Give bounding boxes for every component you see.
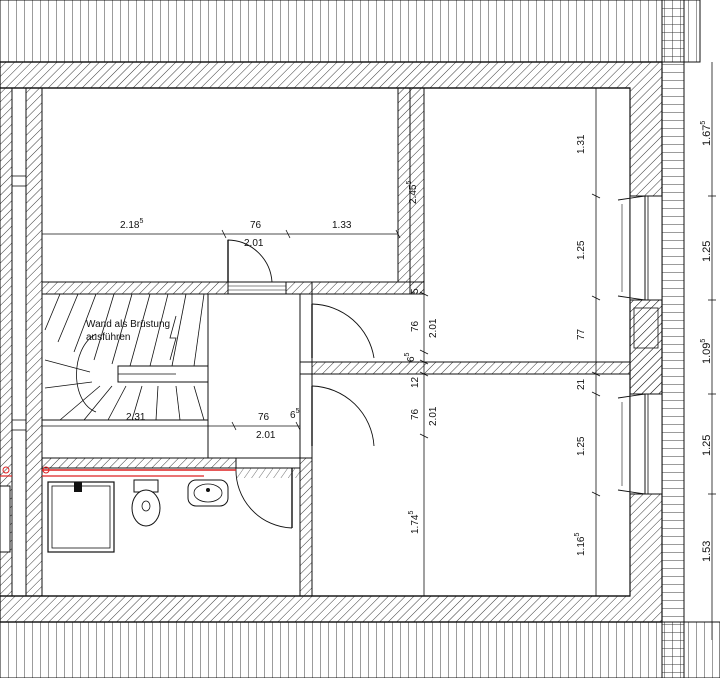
toilet <box>131 479 161 527</box>
dim-v-21: 21 <box>576 378 587 390</box>
stair-note-line1: Wand als Brüstung <box>86 319 170 330</box>
dim-v-116: 1.165 <box>574 533 587 556</box>
stair-note-line2: ausführen <box>86 332 130 343</box>
dim-stair-width: 2.31 <box>126 412 146 423</box>
dim-v-201a: 2.01 <box>428 318 439 338</box>
dim-v-131: 1.31 <box>576 134 587 154</box>
exterior-walls <box>0 61 663 623</box>
dim-v-125a: 1.25 <box>576 240 587 260</box>
dim-top-width: 2.185 <box>120 218 143 231</box>
dim-v-77: 77 <box>576 328 587 340</box>
staircase: Wand als Brüstung ausführen <box>42 293 209 421</box>
dim-v-174: 1.745 <box>408 511 421 534</box>
dim-v-125b: 1.25 <box>576 436 587 456</box>
dim-v-245: 2.455 <box>406 181 419 204</box>
dim-r-125b: 1.25 <box>701 435 713 456</box>
dim-v-6: 65 <box>404 352 417 362</box>
bathroom <box>0 466 236 553</box>
shower-tray <box>47 481 115 553</box>
doors <box>227 239 375 529</box>
dim-v-76a: 76 <box>410 320 421 332</box>
dim-right-width: 1.33 <box>332 220 352 231</box>
dim-door-width: 76 <box>250 220 262 231</box>
dim-stair-offset: 65 <box>290 408 300 421</box>
dim-v-12: 12 <box>410 376 421 388</box>
dim-r-167: 1.675 <box>700 121 713 146</box>
dimension-lines <box>41 62 716 640</box>
dim-door-height: 2.01 <box>244 238 264 249</box>
dim-v-201b: 2.01 <box>428 406 439 426</box>
dim-r-153: 1.53 <box>701 541 713 562</box>
dim-stair-door-width: 76 <box>258 412 270 423</box>
washbasin <box>187 479 229 507</box>
dim-stair-door-height: 2.01 <box>256 430 276 441</box>
dim-r-125a: 1.25 <box>701 241 713 262</box>
dim-r-109: 1.095 <box>700 339 713 364</box>
dim-v-5: 5 <box>410 288 421 294</box>
interior-walls <box>41 87 631 597</box>
dim-v-76b: 76 <box>410 408 421 420</box>
